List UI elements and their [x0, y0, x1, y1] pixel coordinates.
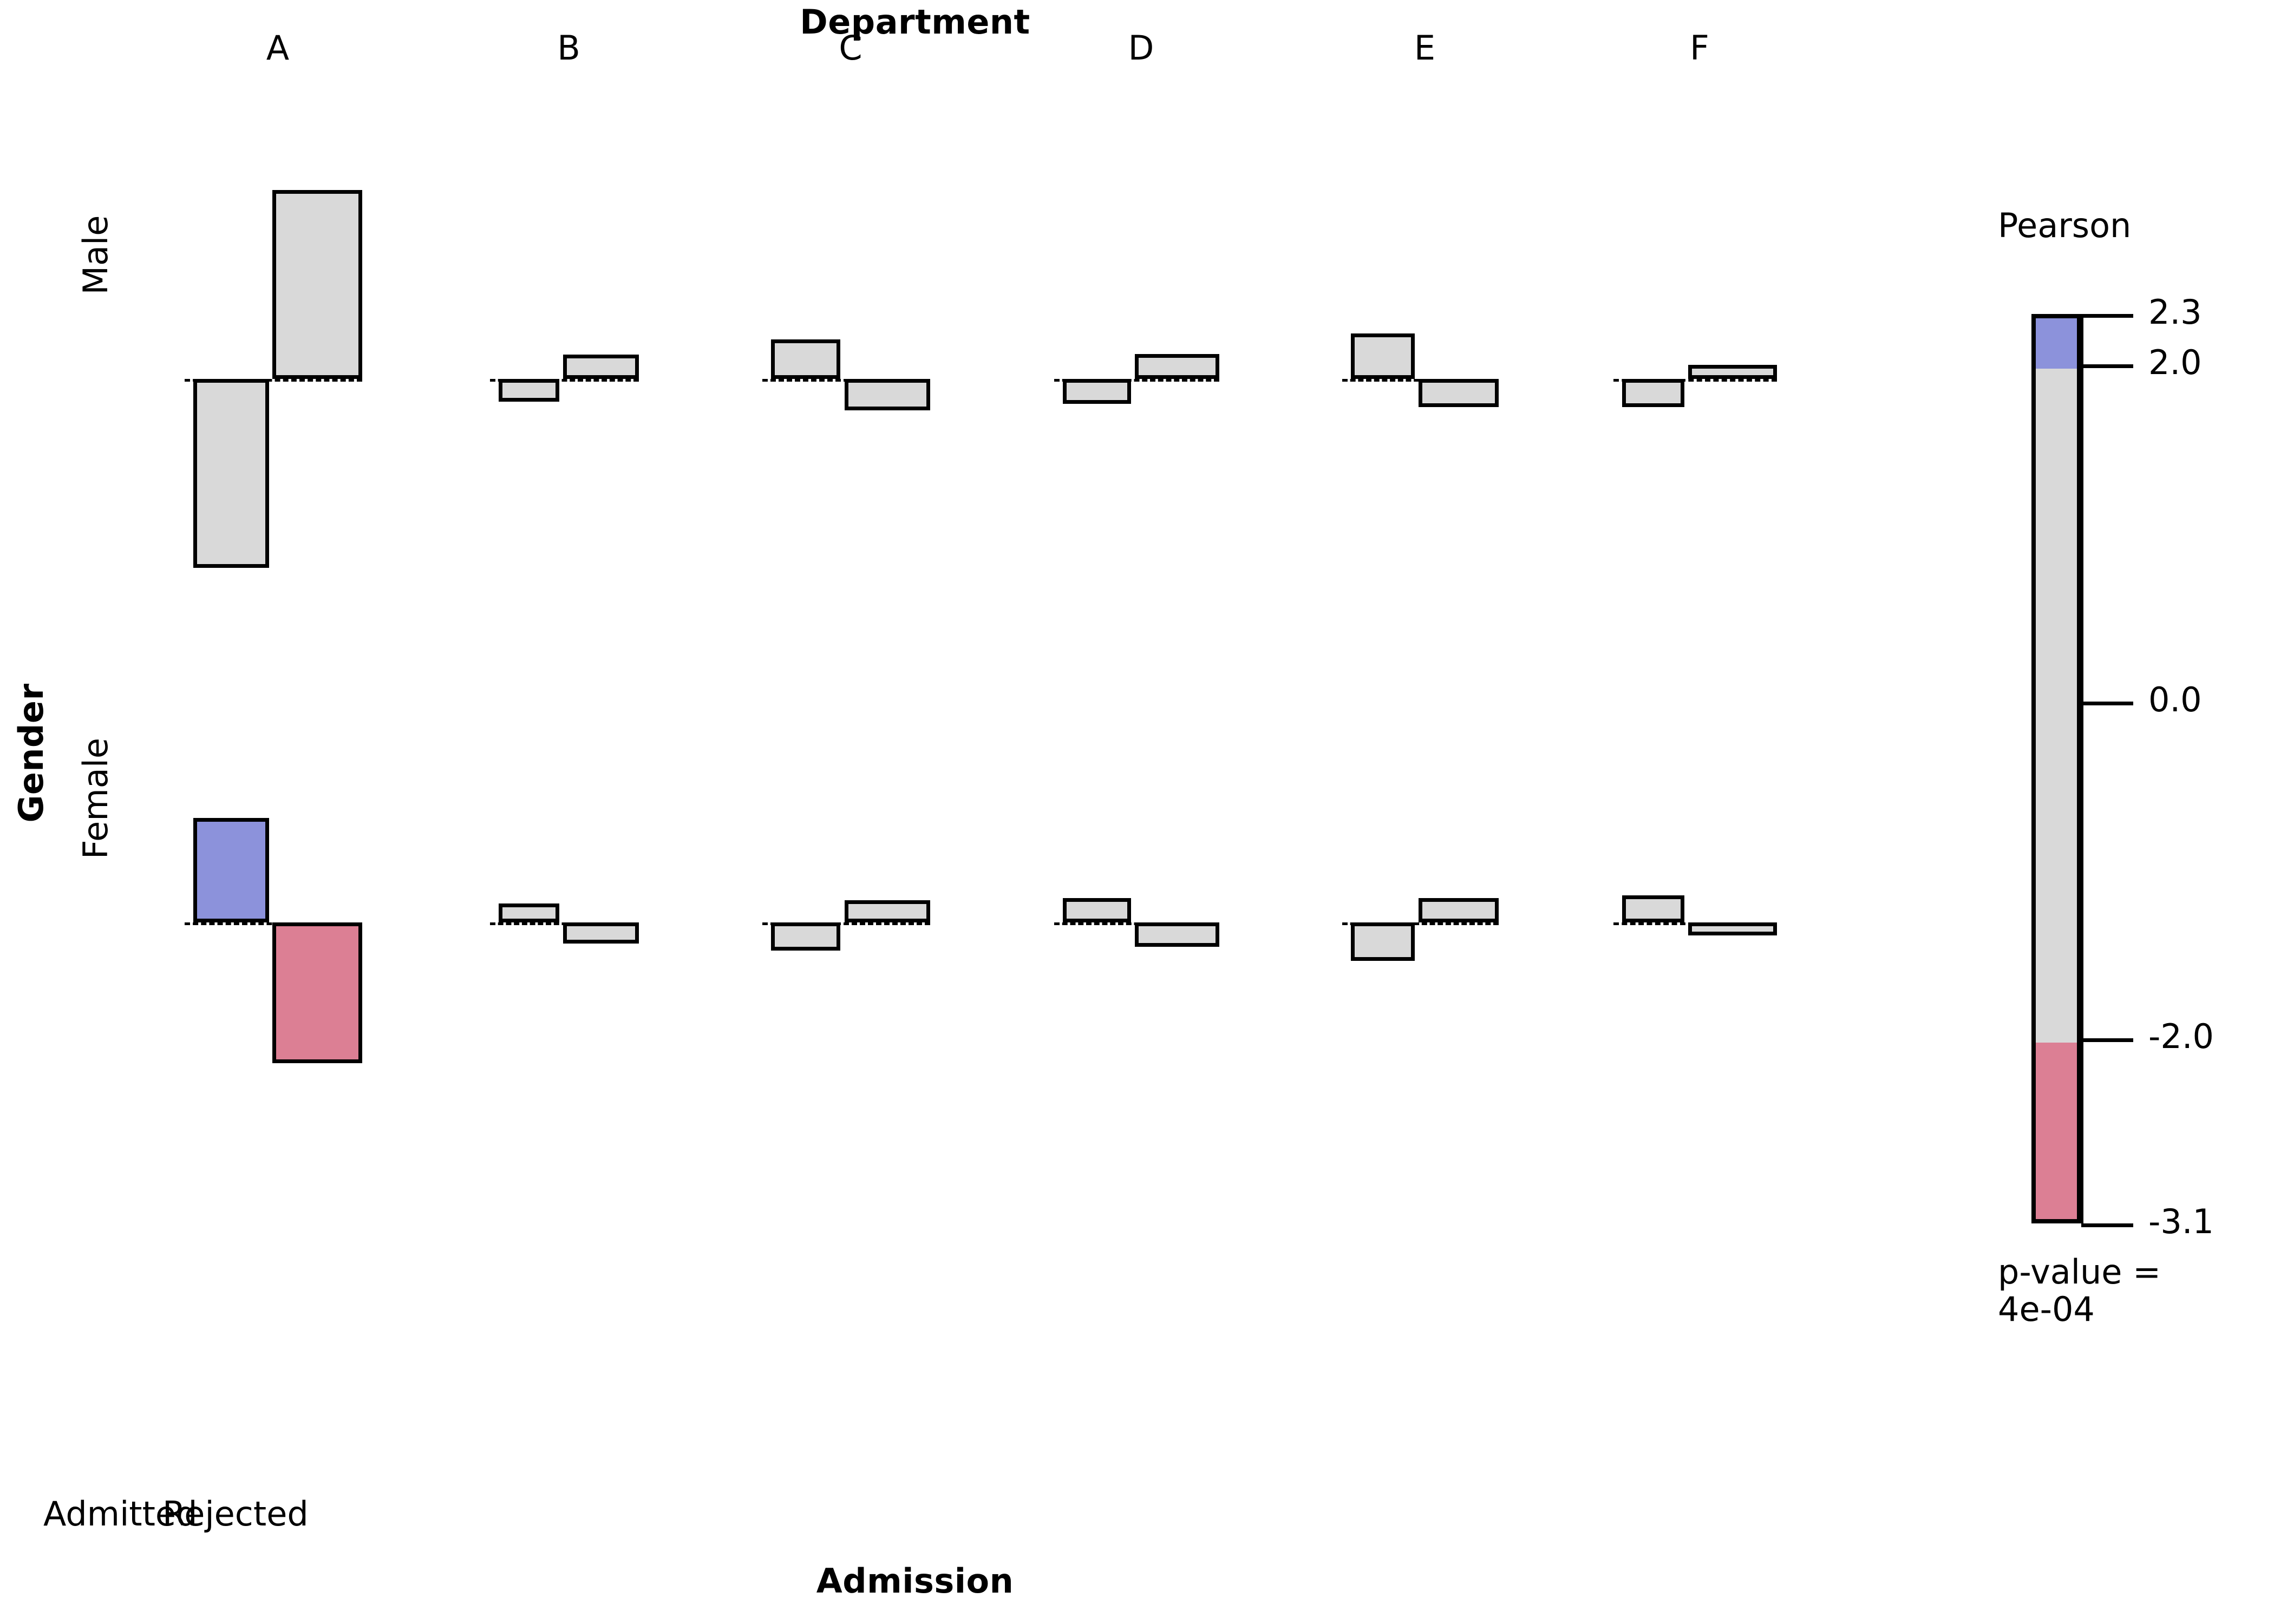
bar-female-d-rejected[interactable] [1135, 922, 1219, 947]
row-axis-title: Gender [11, 683, 51, 823]
bar-female-e-admitted[interactable] [1351, 922, 1415, 961]
bar-male-d-admitted[interactable] [1063, 379, 1131, 404]
bar-male-a-admitted[interactable] [193, 379, 269, 568]
column-axis-title: Department [800, 2, 1030, 42]
column-header-b: B [557, 28, 580, 68]
bar-male-f-admitted[interactable] [1622, 379, 1684, 408]
x-category-rejected: Rejected [162, 1494, 309, 1534]
bar-male-b-rejected[interactable] [563, 354, 639, 379]
bar-male-c-admitted[interactable] [771, 339, 840, 379]
baseline-male-b [490, 379, 639, 382]
legend-tick-2neg0 [2081, 364, 2133, 369]
legend-value-0neg0: 0.0 [2148, 679, 2202, 719]
bar-female-a-rejected[interactable] [272, 922, 362, 1064]
baseline-male-a [185, 379, 362, 382]
bar-female-a-admitted[interactable] [193, 817, 269, 922]
bar-female-c-admitted[interactable] [771, 922, 840, 951]
pearson-legend: Pearson 2.3 2.0 0.0 -2.0 -3.1 p-value = 4e-0… [1998, 206, 2252, 1451]
bar-female-f-admitted[interactable] [1622, 895, 1684, 922]
bar-female-c-rejected[interactable] [845, 900, 930, 922]
bar-female-e-rejected[interactable] [1419, 898, 1499, 922]
legend-color-bar [2031, 314, 2081, 1223]
legend-title: Pearson [1998, 206, 2132, 245]
legend-tick-neg2-0 [2081, 1038, 2133, 1042]
legend-spine [2079, 314, 2083, 1223]
bar-male-f-rejected[interactable] [1688, 364, 1777, 379]
column-header-c: C [839, 28, 862, 68]
x-category-admitted: Admitted [43, 1494, 198, 1534]
legend-tick-0neg0 [2081, 701, 2133, 705]
baseline-male-d [1054, 379, 1219, 382]
bar-male-c-rejected[interactable] [845, 379, 930, 410]
column-header-e: E [1414, 28, 1436, 68]
bar-male-d-rejected[interactable] [1135, 353, 1219, 379]
bottom-axis-title: Admission [816, 1561, 1014, 1601]
bar-female-f-rejected[interactable] [1688, 922, 1777, 936]
bar-male-b-admitted[interactable] [499, 379, 559, 402]
row-label-female: Female [76, 737, 115, 860]
legend-segment-low [2036, 1042, 2077, 1219]
bar-male-e-admitted[interactable] [1351, 333, 1415, 379]
column-header-d: D [1128, 28, 1154, 68]
baseline-male-f [1613, 379, 1777, 382]
legend-tick-neg3-1 [2081, 1223, 2133, 1227]
baseline-female-e [1342, 922, 1499, 925]
baseline-female-c [762, 922, 930, 925]
legend-value-2neg3: 2.3 [2148, 292, 2202, 332]
column-header-f: F [1690, 28, 1709, 68]
bar-female-b-rejected[interactable] [563, 922, 639, 944]
legend-p-value: p-value = 4e-04 [1998, 1252, 2161, 1330]
legend-tick-2neg3 [2081, 314, 2133, 318]
bar-male-a-rejected[interactable] [272, 190, 362, 379]
legend-value-neg2-0: -2.0 [2148, 1016, 2214, 1056]
row-label-male: Male [76, 215, 115, 295]
legend-segment-high [2036, 318, 2077, 369]
legend-segment-neutral [2036, 369, 2077, 1043]
bar-female-d-admitted[interactable] [1063, 898, 1131, 922]
bar-male-e-rejected[interactable] [1419, 379, 1499, 408]
legend-value-neg3-1: -3.1 [2148, 1202, 2214, 1241]
column-header-a: A [266, 28, 290, 68]
legend-value-2neg0: 2.0 [2148, 343, 2202, 383]
bar-female-b-admitted[interactable] [499, 903, 559, 922]
